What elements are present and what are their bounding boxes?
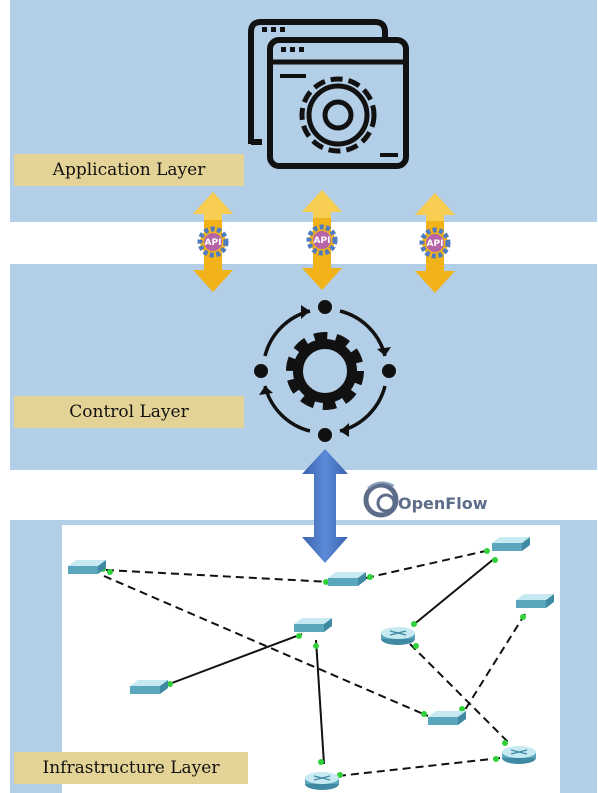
api-label: API xyxy=(205,238,222,248)
switch-1 xyxy=(68,560,106,574)
infrastructure-layer-label: Infrastructure Layer xyxy=(14,752,248,784)
api-arrow-2: API xyxy=(302,190,342,290)
api-arrow-1: API xyxy=(193,192,233,292)
switch-5 xyxy=(516,594,554,608)
network-links xyxy=(103,549,526,777)
router-3 xyxy=(304,771,340,791)
application-layer-label: Application Layer xyxy=(14,154,244,186)
api-label: API xyxy=(427,239,444,249)
router-1 xyxy=(380,626,416,646)
control-layer-band xyxy=(10,264,597,470)
api-label: API xyxy=(314,236,331,246)
api-arrow-3: API xyxy=(415,193,455,293)
openflow-label: OpenFlow xyxy=(398,494,488,513)
switch-3 xyxy=(492,537,530,551)
control-layer-label: Control Layer xyxy=(14,396,244,428)
openflow-arrow xyxy=(302,449,348,563)
switch-7 xyxy=(428,711,466,725)
circular-gear-icon xyxy=(254,300,396,442)
openflow-logo-icon: OpenFlow xyxy=(363,481,488,518)
app-windows-gear-icon xyxy=(248,19,409,169)
switch-4 xyxy=(294,618,332,632)
link-ports xyxy=(100,548,526,778)
switch-6 xyxy=(130,680,168,694)
router-2 xyxy=(501,745,537,765)
network-topology-canvas xyxy=(62,525,560,793)
switch-2 xyxy=(328,572,366,586)
